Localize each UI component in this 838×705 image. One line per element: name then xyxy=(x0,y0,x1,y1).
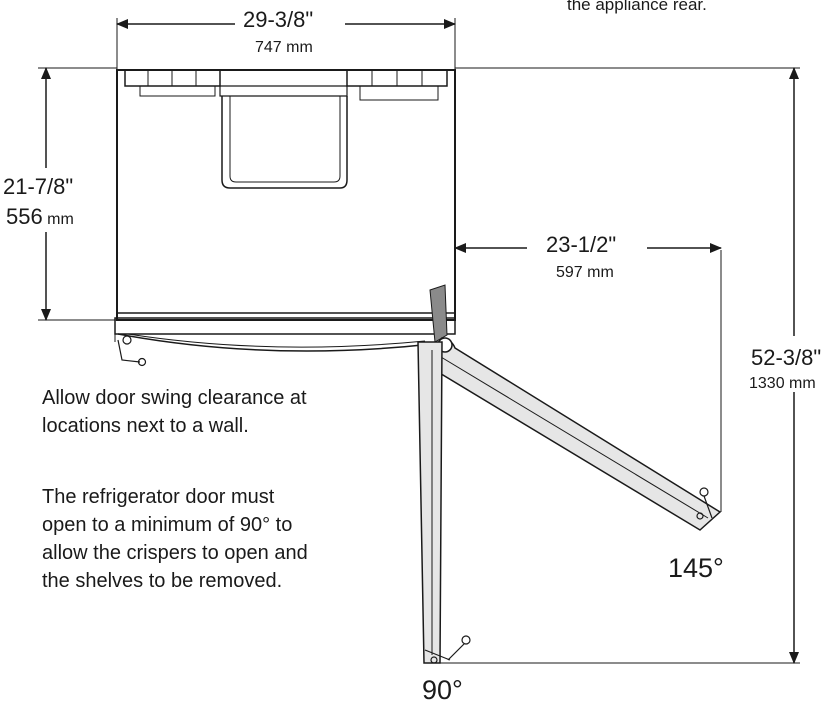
depth-metric-label: 556 mm xyxy=(6,206,74,228)
depth-metric-unit: mm xyxy=(47,211,74,228)
door-depth-metric-label: 597 mm xyxy=(556,264,614,281)
door-open-90 xyxy=(417,341,471,664)
depth-imperial-label: 21-7/8" xyxy=(3,174,74,199)
minimum-opening-note: The refrigerator door must open to a min… xyxy=(42,486,308,592)
width-metric-label: 747 mm xyxy=(255,39,313,56)
door-handle xyxy=(429,284,448,343)
dimension-lines xyxy=(41,19,799,664)
door-open-145 xyxy=(427,337,722,531)
angle-90-label: 90° xyxy=(422,675,463,705)
depth-metric-value: 556 xyxy=(6,204,43,229)
total-depth-imperial-label: 52-3/8" xyxy=(751,345,822,370)
extension-lines xyxy=(38,18,800,664)
total-depth-metric-label: 1330 mm xyxy=(749,375,816,392)
closed-door xyxy=(114,317,456,367)
refrigerator-cabinet xyxy=(116,69,456,321)
angle-145-label: 145° xyxy=(668,553,724,583)
clearance-note: Allow door swing clearance at locations … xyxy=(42,387,307,437)
top-note: the appliance rear. xyxy=(567,0,707,14)
width-imperial-label: 29-3/8" xyxy=(243,7,314,32)
door-depth-imperial-label: 23-1/2" xyxy=(546,232,617,257)
